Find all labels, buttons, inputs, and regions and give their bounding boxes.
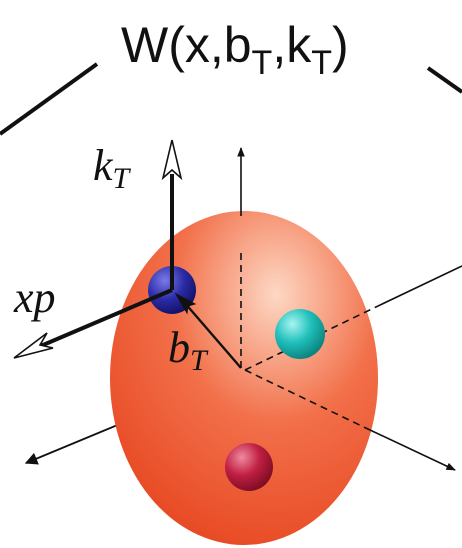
cone-line-right: [426, 66, 462, 94]
xp-arrowhead: [13, 332, 54, 359]
label-bt-sub: T: [190, 344, 209, 377]
label-xp: xp: [13, 273, 56, 322]
bt-arrowhead: [174, 292, 197, 315]
title-sub-t1: T: [252, 44, 273, 82]
quark-teal: [275, 309, 325, 359]
axis-down-solid: [369, 429, 456, 471]
cone-line-left: [0, 62, 99, 136]
kt-arrowhead: [161, 139, 183, 181]
label-bt: bT: [168, 323, 209, 377]
title-close: ): [332, 17, 349, 73]
label-kt-main: k: [93, 141, 114, 190]
title-main: W(x,b: [121, 17, 252, 73]
svg-text:W(x,bT,kT): W(x,bT,kT): [121, 17, 349, 82]
label-kt-sub: T: [113, 162, 132, 195]
title-mid: ,k: [272, 17, 312, 73]
label-kt: kT: [93, 141, 132, 195]
axes: [237, 147, 462, 471]
bt-vector: [183, 301, 242, 369]
xp-vector: [35, 288, 173, 350]
axis-right-solid: [377, 265, 462, 307]
nucleon-ellipsoid: [110, 211, 378, 545]
quark-red: [225, 443, 273, 491]
title: W(x,bT,kT): [121, 17, 349, 82]
label-bt-main: b: [168, 323, 190, 372]
title-sub-t2: T: [311, 44, 332, 82]
